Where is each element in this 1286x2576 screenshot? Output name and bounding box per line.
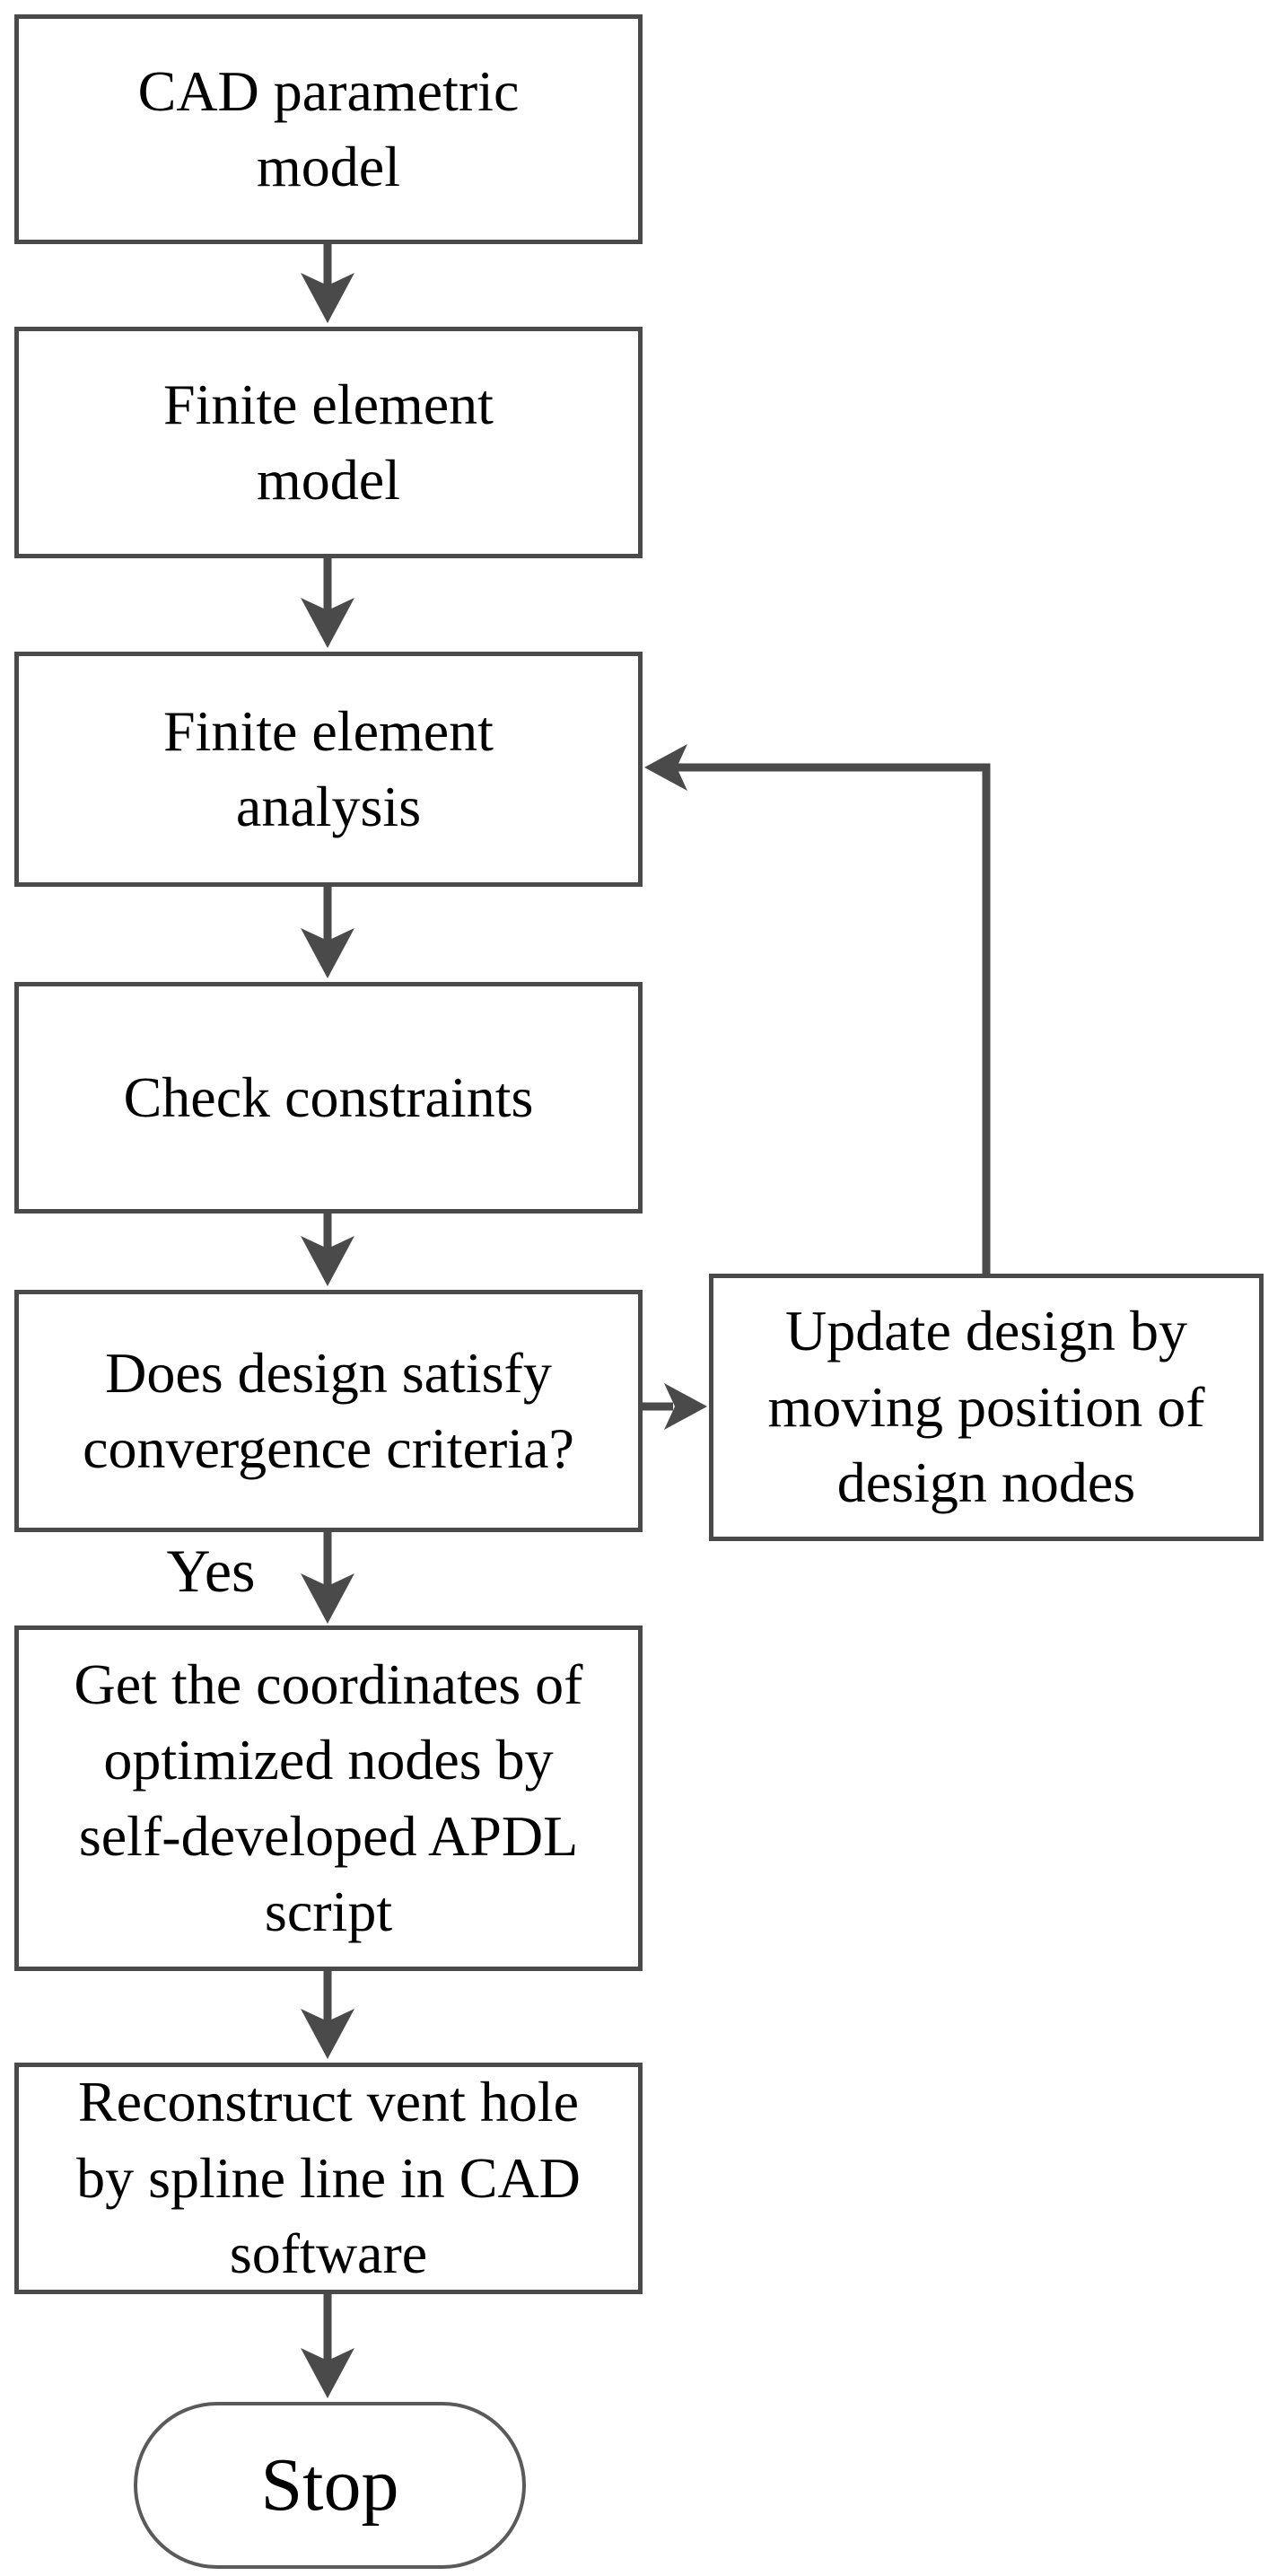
arrow-decision-to-apdl-yes (301, 1532, 354, 1624)
node-decision-convergence: Does design satisfy convergence criteria… (14, 1290, 643, 1532)
node-get-coordinates-apdl: Get the coordinates of optimized nodes b… (14, 1625, 643, 1971)
node-stop-terminator: Stop (134, 2402, 526, 2569)
node-finite-element-model: Finite element model (14, 327, 643, 558)
arrow-decision-to-update (643, 1383, 707, 1430)
edge-label-yes: Yes (166, 1537, 256, 1605)
node-check-constraints: Check constraints (14, 982, 643, 1214)
arrow-check-to-decision (301, 1214, 354, 1286)
arrow-fem-to-fea (301, 558, 354, 648)
arrow-apdl-to-reconstruct (301, 1971, 354, 2059)
node-cad-parametric-model: CAD parametric model (14, 14, 643, 244)
node-finite-element-analysis: Finite element analysis (14, 652, 643, 887)
arrow-cad-to-fem (301, 244, 354, 323)
arrow-reconstruct-to-stop (301, 2294, 354, 2398)
node-update-design: Update design by moving position of desi… (709, 1274, 1264, 1541)
node-reconstruct-vent-hole: Reconstruct vent hole by spline line in … (14, 2063, 643, 2294)
arrow-update-to-fea-feedback (644, 744, 991, 1274)
arrow-fea-to-check (301, 887, 354, 978)
